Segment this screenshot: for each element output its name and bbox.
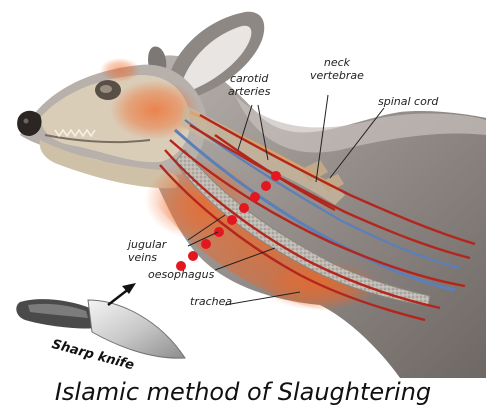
label-spinal-cord: spinal cord [378, 95, 438, 108]
label-oesophagus: oesophagus [148, 268, 214, 281]
label-carotid-arteries: carotid arteries [228, 72, 270, 98]
label-trachea: trachea [190, 295, 232, 308]
diagram-caption: Islamic method of Slaughtering [0, 378, 486, 406]
label-jugular-veins: jugular veins [128, 238, 166, 264]
label-neck-vertebrae: neck vertebrae [310, 56, 364, 82]
direction-arrow [108, 283, 136, 305]
